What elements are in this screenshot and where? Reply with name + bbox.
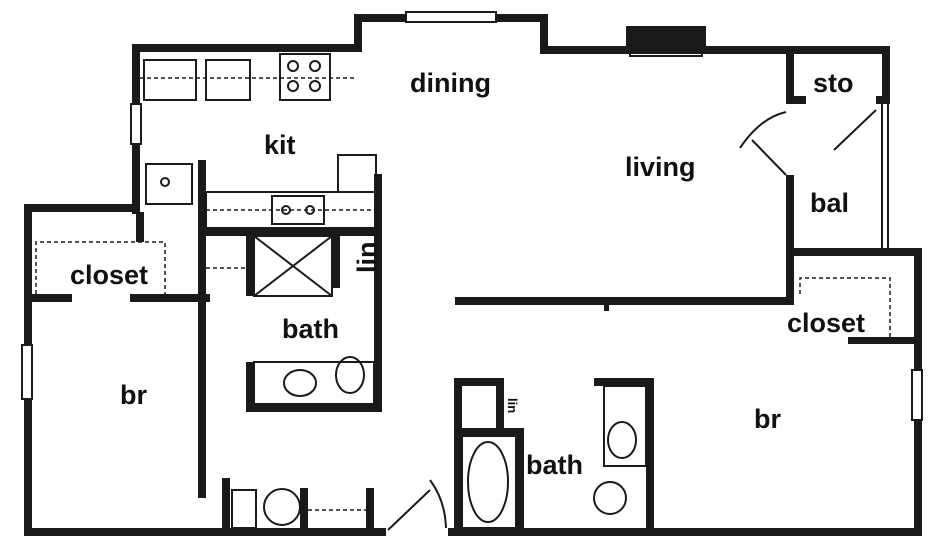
label-bath-right: bath xyxy=(526,450,583,480)
label-bal: bal xyxy=(810,188,849,218)
fixtures xyxy=(35,31,891,531)
label-lin-left: lin xyxy=(352,242,382,274)
label-kit: kit xyxy=(264,130,296,160)
label-dining: dining xyxy=(410,68,491,98)
label-br-right: br xyxy=(754,404,781,434)
room-labels: dining kit living sto bal closet lin bat… xyxy=(70,68,865,480)
label-br-left: br xyxy=(120,380,147,410)
label-closet-right: closet xyxy=(787,308,865,338)
label-sto: sto xyxy=(813,68,854,98)
label-closet-left: closet xyxy=(70,260,148,290)
windows xyxy=(21,11,923,421)
label-bath-left: bath xyxy=(282,314,339,344)
label-living: living xyxy=(625,152,696,182)
label-lin-right: lin xyxy=(505,398,520,413)
